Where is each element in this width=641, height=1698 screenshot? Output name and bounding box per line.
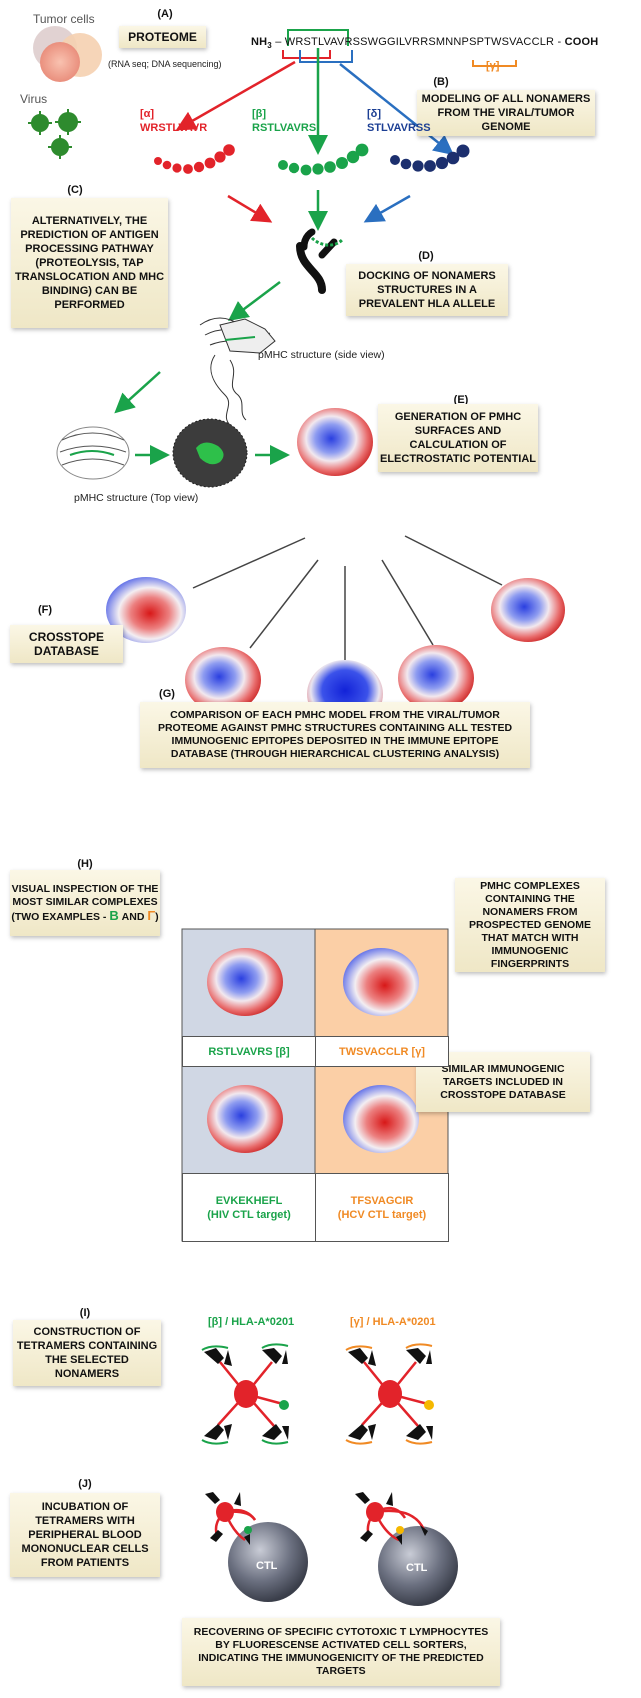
mhc-receptor-icon [296,228,344,294]
peptide-chain-beta [278,143,369,176]
box-h: VISUAL INSPECTION OF THE MOST SIMILAR CO… [10,870,160,936]
h-gamma: γ [147,907,156,923]
database-surface-2 [185,647,261,713]
arrow-to-top-view [114,371,161,414]
label-c: (C) [67,184,83,196]
alpha-sequence: WRSTLVAVR [140,122,208,134]
label-d: (D) [418,250,434,262]
box-c: ALTERNATIVELY, THE PREDICTION OF ANTIGEN… [11,198,168,328]
beta-sequence: RSTLVAVRS [252,122,317,134]
tumor-cells-icon [33,26,102,82]
gamma-tag: [γ] [486,60,500,72]
tetramer-gamma [345,1343,434,1445]
tetramer-bound-left [205,1492,257,1545]
hcv-target: (HCV CTL target) [337,1208,427,1221]
proteome-note: (RNA seq; DNA sequencing) [108,59,222,69]
hiv-peptide: EVKEKHEFL [215,1194,283,1207]
delta-tag: [δ] [367,108,381,120]
pmhc-dark-surface [172,418,248,488]
tetramer-beta [201,1343,289,1445]
pmhc-side-view-structure [199,317,276,426]
tetramer-beta-label: [β] / HLA-A*0201 [208,1316,295,1328]
label-e: (E) [453,394,469,406]
database-surface-1 [106,577,186,643]
nh3-label: NH [251,36,268,48]
h-cell-hiv-label: EVKEKHEFL (HIV CTL target) [182,1173,316,1242]
h-surface-hcv [343,1085,419,1153]
label-i: (I) [79,1307,91,1319]
h-cell-gamma-label: TWSVACCLR [γ] [315,1036,449,1067]
label-j: (J) [78,1478,92,1490]
box-d: DOCKING OF NONAMERS STRUCTURES IN A PREV… [346,264,508,316]
tetramer-gamma-label: [γ] / HLA-A*0201 [350,1316,436,1328]
ctl-label-left: CTL [256,1560,278,1572]
cooh-label: COOH [564,36,599,48]
delta-sequence: STLVAVRSS [367,122,431,134]
h-cell-beta-label: RSTLVAVRS [β] [182,1036,316,1067]
label-f: (F) [37,604,53,616]
nh3-sub: 3 [267,41,272,51]
side-view-caption: pMHC structure (side view) [258,349,385,361]
box-f: CROSSTOPE DATABASE [10,625,123,663]
h-beta: β [109,907,119,923]
label-a: (A) [157,8,173,20]
ctl-label-right: CTL [406,1562,428,1574]
h-and: AND [118,910,148,923]
virus-label: Virus [20,92,48,106]
box-k: RECOVERING OF SPECIFIC CYTOTOXIC T LYMPH… [182,1618,500,1686]
arrow-to-side-view [228,281,281,321]
h-surface-hiv [207,1085,283,1153]
h-surface-beta [207,948,283,1016]
sequence-text: – WRSTLVAVRSSWGGILVRRSMNNPSPTWSVACCLR - [271,36,565,48]
peptide-chain-alpha [154,144,235,174]
pmhc-electrostatic-surface [297,408,373,476]
arrow-alpha-to-mhc [227,194,273,223]
tetramer-bound-right [355,1492,428,1545]
virus-icon [28,109,81,159]
arrow-delta [339,63,454,156]
ctl-cell-right [378,1526,458,1606]
arrow-delta-to-mhc [363,194,411,223]
h-close: ) [155,910,159,923]
label-g: (G) [159,688,175,700]
box-h-right-2: SIMILAR IMMUNOGENIC TARGETS INCLUDED IN … [416,1052,590,1112]
tumor-cells-label: Tumor cells [33,12,95,26]
h-surface-gamma [343,948,419,1016]
protein-sequence: NH3 – WRSTLVAVRSSWGGILVRRSMNNPSPTWSVACCL… [251,36,598,50]
hiv-target: (HIV CTL target) [207,1208,291,1221]
database-surface-4 [398,645,474,711]
box-h-right-1: pMHC COMPLEXES CONTAINING THE NONAMERS F… [455,878,605,972]
arrow-alpha [175,60,296,131]
h-cell-hcv-label: TFSVAGCIR (HCV CTL target) [315,1173,449,1242]
beta-tag: [β] [252,108,267,120]
label-h: (H) [77,858,93,870]
box-b: MODELING OF ALL NONAMERS FROM THE VIRAL/… [417,90,595,136]
proteome-box: PROTEOME [119,26,206,48]
box-i: CONSTRUCTION OF TETRAMERS CONTAINING THE… [13,1320,161,1386]
top-view-caption: pMHC structure (Top view) [74,492,199,504]
hcv-peptide: TFSVAGCIR [350,1194,414,1207]
label-b: (B) [433,76,449,88]
h-text: VISUAL INSPECTION OF THE MOST SIMILAR CO… [11,882,159,923]
alpha-tag: [α] [140,108,155,120]
database-surface-5 [491,578,565,642]
box-e: GENERATION OF pMHC SURFACES AND CALCULAT… [378,404,538,472]
sequence-brackets [282,29,517,67]
box-g: COMPARISON OF EACH pMHC MODEL FROM THE V… [140,702,530,768]
comparison-lines [192,535,503,660]
pmhc-top-view-structure [56,426,130,480]
box-j: INCUBATION OF TETRAMERS WITH PERIPHERAL … [10,1493,160,1577]
peptide-chain-delta [390,144,470,172]
